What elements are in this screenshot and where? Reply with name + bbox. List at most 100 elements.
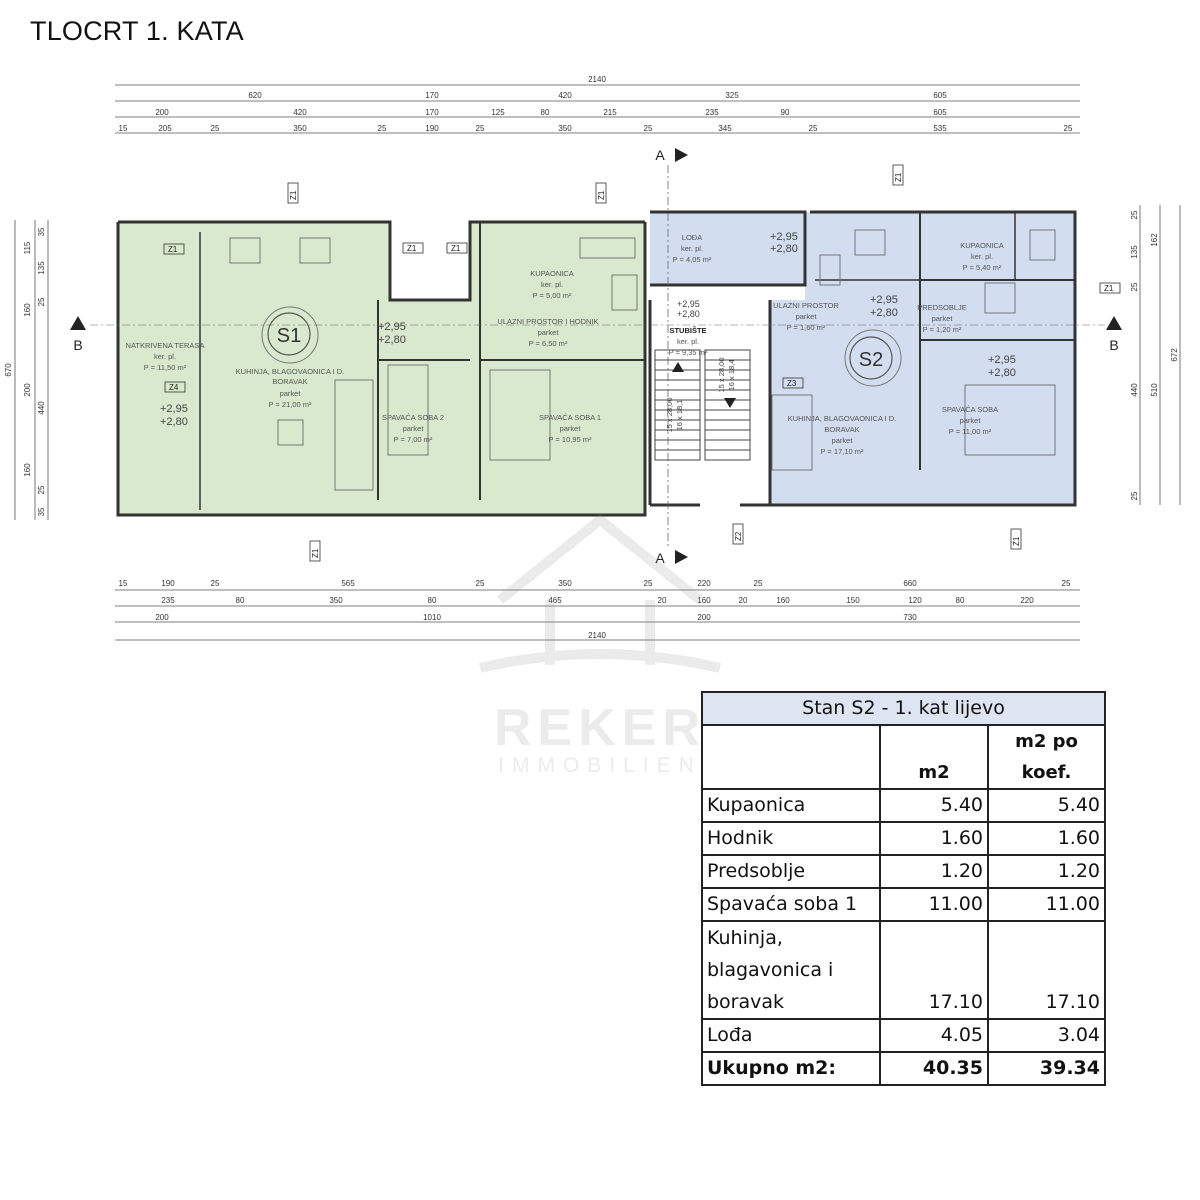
total-koef: 39.34 xyxy=(987,1051,1106,1086)
section-marks: A A B B xyxy=(70,147,1122,566)
level-top: +2,95 xyxy=(378,321,406,333)
dim-top-r3: 25 xyxy=(809,124,818,133)
stairs-arrow-down xyxy=(724,398,736,408)
dim-bot-r3: 200 xyxy=(697,613,711,622)
dim-left-c1: 200 xyxy=(23,383,32,397)
dim-bot-r3: 1010 xyxy=(423,613,441,622)
dim-bot-r1: 190 xyxy=(161,579,175,588)
room-ulazni-s2-floor: parket xyxy=(796,312,818,321)
room-kupaonica-s1-name: KUPAONICA xyxy=(530,269,574,278)
right-dimensions: 25 135 25 440 25 162 510 672 xyxy=(1130,210,1179,500)
room-stubiste-floor: ker. pl. xyxy=(677,337,699,346)
dim-top-r3: 345 xyxy=(718,124,732,133)
room-kupaonica-s2-name: KUPAONICA xyxy=(960,241,1004,250)
dim-right-c2: 510 xyxy=(1150,383,1159,397)
section-arrow-a-top-icon xyxy=(675,148,688,162)
table-row: Spavaća soba 1 11.00 11.00 xyxy=(701,887,1106,922)
room-kupaonica-s1-area: P = 5,00 m² xyxy=(533,291,572,300)
level-top: +2,95 xyxy=(870,294,898,306)
area-table-header-empty xyxy=(701,724,881,790)
stairs-run2: 15 x 28,00 xyxy=(717,357,726,392)
room-kuhinja-s1-floor: parket xyxy=(280,389,302,398)
dim-right-c2: 162 xyxy=(1150,233,1159,247)
room-spavaca-s2-area: P = 11,00 m² xyxy=(949,427,992,436)
dim-bot-overall: 2140 xyxy=(588,631,606,640)
wall-tag: Z4 xyxy=(169,383,179,392)
watermark-sub: IMMOBILIEN xyxy=(498,754,702,777)
area-table: Stan S2 - 1. kat lijevo m2 m2 po koef. K… xyxy=(701,691,1106,1086)
dim-right-c1: 25 xyxy=(1130,282,1139,291)
wall-tags: Z1 Z1 Z1 Z1 Z4 Z3 Z1 Z1 Z1 Z1 Z2 Z1 xyxy=(163,164,1121,562)
level-top: +2,95 xyxy=(988,354,1016,366)
row-koef: 1.60 xyxy=(987,821,1106,856)
row-m2: 17.10 xyxy=(879,920,989,1020)
level-bottom: +2,80 xyxy=(160,416,188,428)
row-label: Kupaonica xyxy=(701,788,881,823)
floor-plan: 2140 620 170 420 325 605 200 420 170 125… xyxy=(4,75,1181,641)
room-kupaonica-s1-floor: ker. pl. xyxy=(541,280,563,289)
section-arrow-b-left-icon xyxy=(70,316,86,330)
area-table-header-m2: m2 xyxy=(879,724,989,790)
dim-left-c2: 135 xyxy=(37,261,46,275)
furniture xyxy=(229,229,1056,491)
dim-left-c2: 35 xyxy=(37,507,46,516)
area-table-title: Stan S2 - 1. kat lijevo xyxy=(701,691,1106,726)
row-label-line: Kuhinja, xyxy=(707,927,783,949)
wall-tag: Z3 xyxy=(787,379,797,388)
wall-tag: Z1 xyxy=(168,245,178,254)
table-total-row: Ukupno m2: 40.35 39.34 xyxy=(701,1051,1106,1086)
section-arrow-b-right-icon xyxy=(1106,316,1122,330)
room-spavaca2-area: P = 7,00 m² xyxy=(394,435,433,444)
room-kupaonica-s2-floor: ker. pl. xyxy=(971,252,993,261)
row-m2: 5.40 xyxy=(879,788,989,823)
dim-top-r2: 90 xyxy=(781,108,790,117)
room-ulazni-s2-name: ULAZNI PROSTOR xyxy=(773,301,839,310)
dim-bot-r2: 465 xyxy=(548,596,562,605)
row-label: Spavaća soba 1 xyxy=(701,887,881,922)
room-spavaca2-name: SPAVAĆA SOBA 2 xyxy=(382,413,444,422)
dim-bot-r2: 235 xyxy=(161,596,175,605)
dim-top-r2: 200 xyxy=(155,108,169,117)
left-dimensions: 670 115 160 200 160 35 135 25 440 25 35 xyxy=(4,227,46,516)
row-koef: 1.20 xyxy=(987,854,1106,889)
row-label-multiline: Kuhinja, blagavonica i boravak xyxy=(701,920,881,1020)
row-m2: 4.05 xyxy=(879,1018,989,1053)
dim-top-r2: 235 xyxy=(705,108,719,117)
row-label-line: blagavonica i xyxy=(707,959,834,981)
dim-bot-r1: 25 xyxy=(1062,579,1071,588)
room-ulazni-s2-area: P = 1,60 m² xyxy=(787,323,826,332)
wall-tag: Z1 xyxy=(1012,536,1021,546)
wall-tag: Z1 xyxy=(311,548,320,558)
dim-top-r3: 25 xyxy=(211,124,220,133)
stairs-run2b: 16 x 18,4 xyxy=(727,360,736,391)
bottom-dimensions: 15 190 25 565 25 350 25 220 25 660 25 23… xyxy=(119,579,1071,640)
dim-top-r3: 25 xyxy=(378,124,387,133)
room-spavaca1-floor: parket xyxy=(560,424,582,433)
room-kuhinja-s1-area: P = 21,00 m² xyxy=(268,400,312,409)
room-terasa-area: P = 11,50 m² xyxy=(144,363,187,372)
dim-top-r1: 325 xyxy=(725,91,739,100)
dim-bot-r2: 80 xyxy=(236,596,245,605)
dim-left-c2: 35 xyxy=(37,227,46,236)
dimension-lines xyxy=(14,84,1181,641)
room-spavaca-s2-name: SPAVAĆA SOBA xyxy=(942,405,998,414)
level-markers: +2,95 +2,80 +2,95 +2,80 +2,95 +2,80 +2,9… xyxy=(160,231,1016,428)
table-row: Kupaonica 5.40 5.40 xyxy=(701,788,1106,823)
level-top: +2,95 xyxy=(677,299,700,309)
room-spavaca2-floor: parket xyxy=(403,424,425,433)
dim-left-c1: 160 xyxy=(23,303,32,317)
dim-left-c1: 115 xyxy=(23,241,32,254)
room-loda-area: P = 4,05 m² xyxy=(673,255,712,264)
room-spavaca1-name: SPAVAĆA SOBA 1 xyxy=(539,413,601,422)
room-kuhinja-s1-name: KUHINJA, BLAGOVAONICA I D. xyxy=(236,367,345,376)
dim-bot-r2: 120 xyxy=(908,596,922,605)
dim-left-c2: 440 xyxy=(37,401,46,415)
dim-top-overall: 2140 xyxy=(588,75,606,84)
room-ulazni-s1-floor: parket xyxy=(538,328,560,337)
table-row: Kuhinja, blagavonica i boravak 17.10 17.… xyxy=(701,920,1106,1020)
unit-s1-fill xyxy=(118,222,645,515)
dim-top-r1: 605 xyxy=(933,91,947,100)
dim-left-c1: 160 xyxy=(23,463,32,477)
stairs-labels: 15 x 28,00 16 x 18,1 15 x 28,00 16 x 18,… xyxy=(665,357,736,432)
area-table-header-koef: m2 po koef. xyxy=(987,724,1106,790)
